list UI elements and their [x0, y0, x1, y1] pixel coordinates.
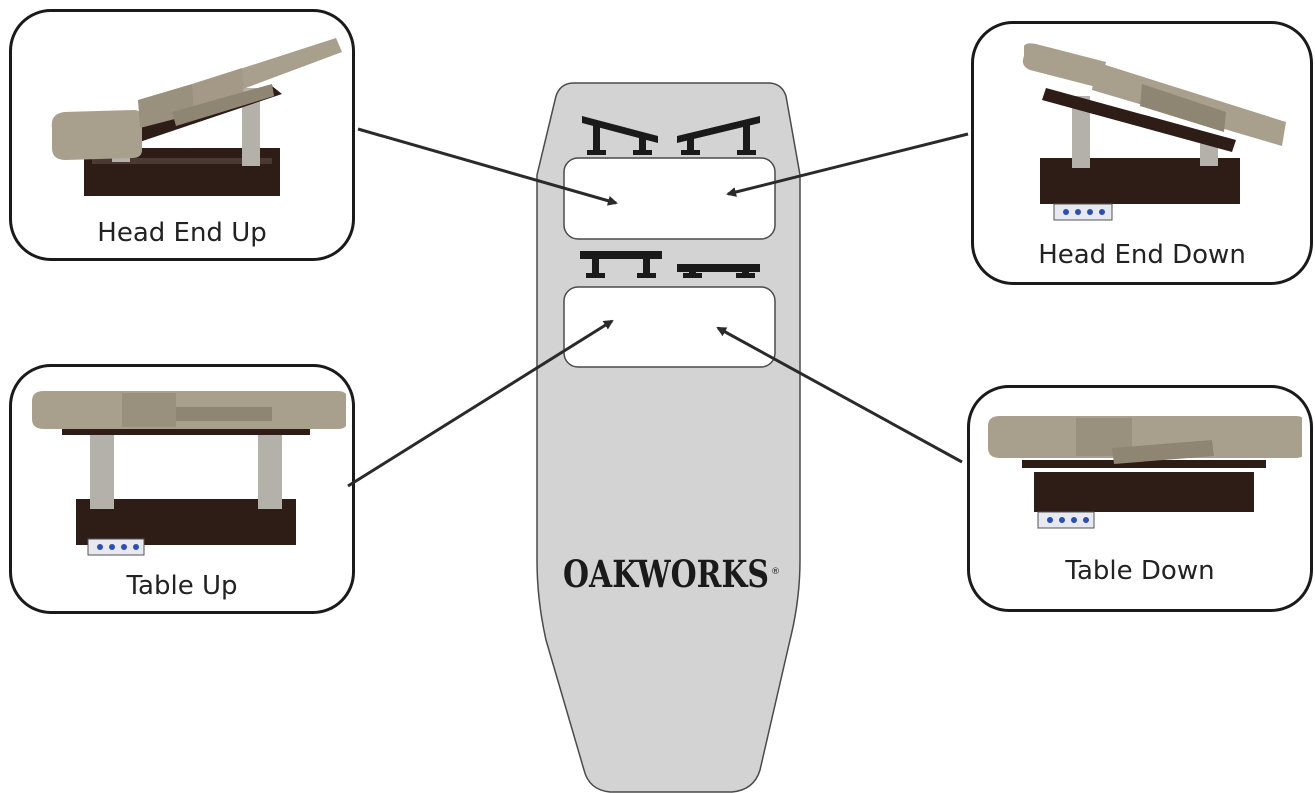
- brand-logo: OAKWORKS: [563, 552, 769, 596]
- table-up-image: [32, 391, 346, 556]
- panel-label: Table Up: [126, 571, 238, 601]
- brand-trademark: ®: [771, 567, 780, 577]
- panel-label: Head End Up: [97, 218, 267, 248]
- panel-label: Head End Down: [1038, 240, 1246, 270]
- panel-label: Table Down: [1065, 556, 1215, 586]
- table-down-symbol-icon: [677, 264, 760, 278]
- panel-table-up: Table Up: [9, 364, 355, 614]
- panel-table-down: Table Down: [967, 385, 1313, 612]
- table-head-down-image: [1022, 43, 1286, 221]
- table-height-button[interactable]: [563, 286, 776, 368]
- head-end-button[interactable]: [563, 157, 776, 240]
- panel-head-end-up: Head End Up: [9, 9, 355, 261]
- table-head-up-image: [51, 38, 342, 196]
- panel-head-end-down: Head End Down: [971, 21, 1313, 285]
- table-down-image: [988, 416, 1302, 529]
- table-up-symbol-icon: [580, 251, 662, 278]
